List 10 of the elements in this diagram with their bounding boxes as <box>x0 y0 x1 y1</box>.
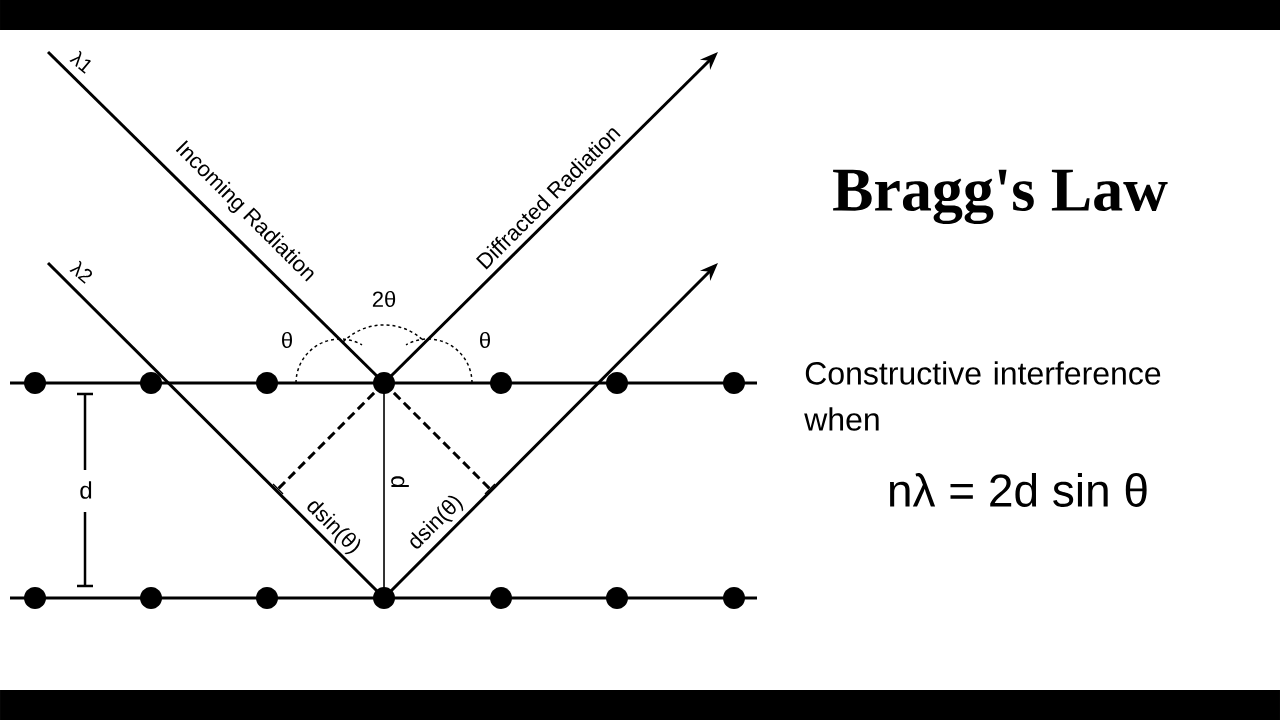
ray-label: λ2 <box>69 260 93 284</box>
angle-label: θ <box>282 331 292 349</box>
angle-label: 2θ <box>372 290 396 308</box>
dimension-label: d <box>391 476 409 488</box>
title: Bragg's Law <box>833 169 1168 225</box>
description-text: Constructive interference when <box>804 361 1161 431</box>
equation: nλ = 2d sin θ <box>890 473 1147 507</box>
dimension-label: d <box>80 481 92 499</box>
angle-label: θ <box>480 331 490 349</box>
ray-label: λ1 <box>69 50 91 74</box>
